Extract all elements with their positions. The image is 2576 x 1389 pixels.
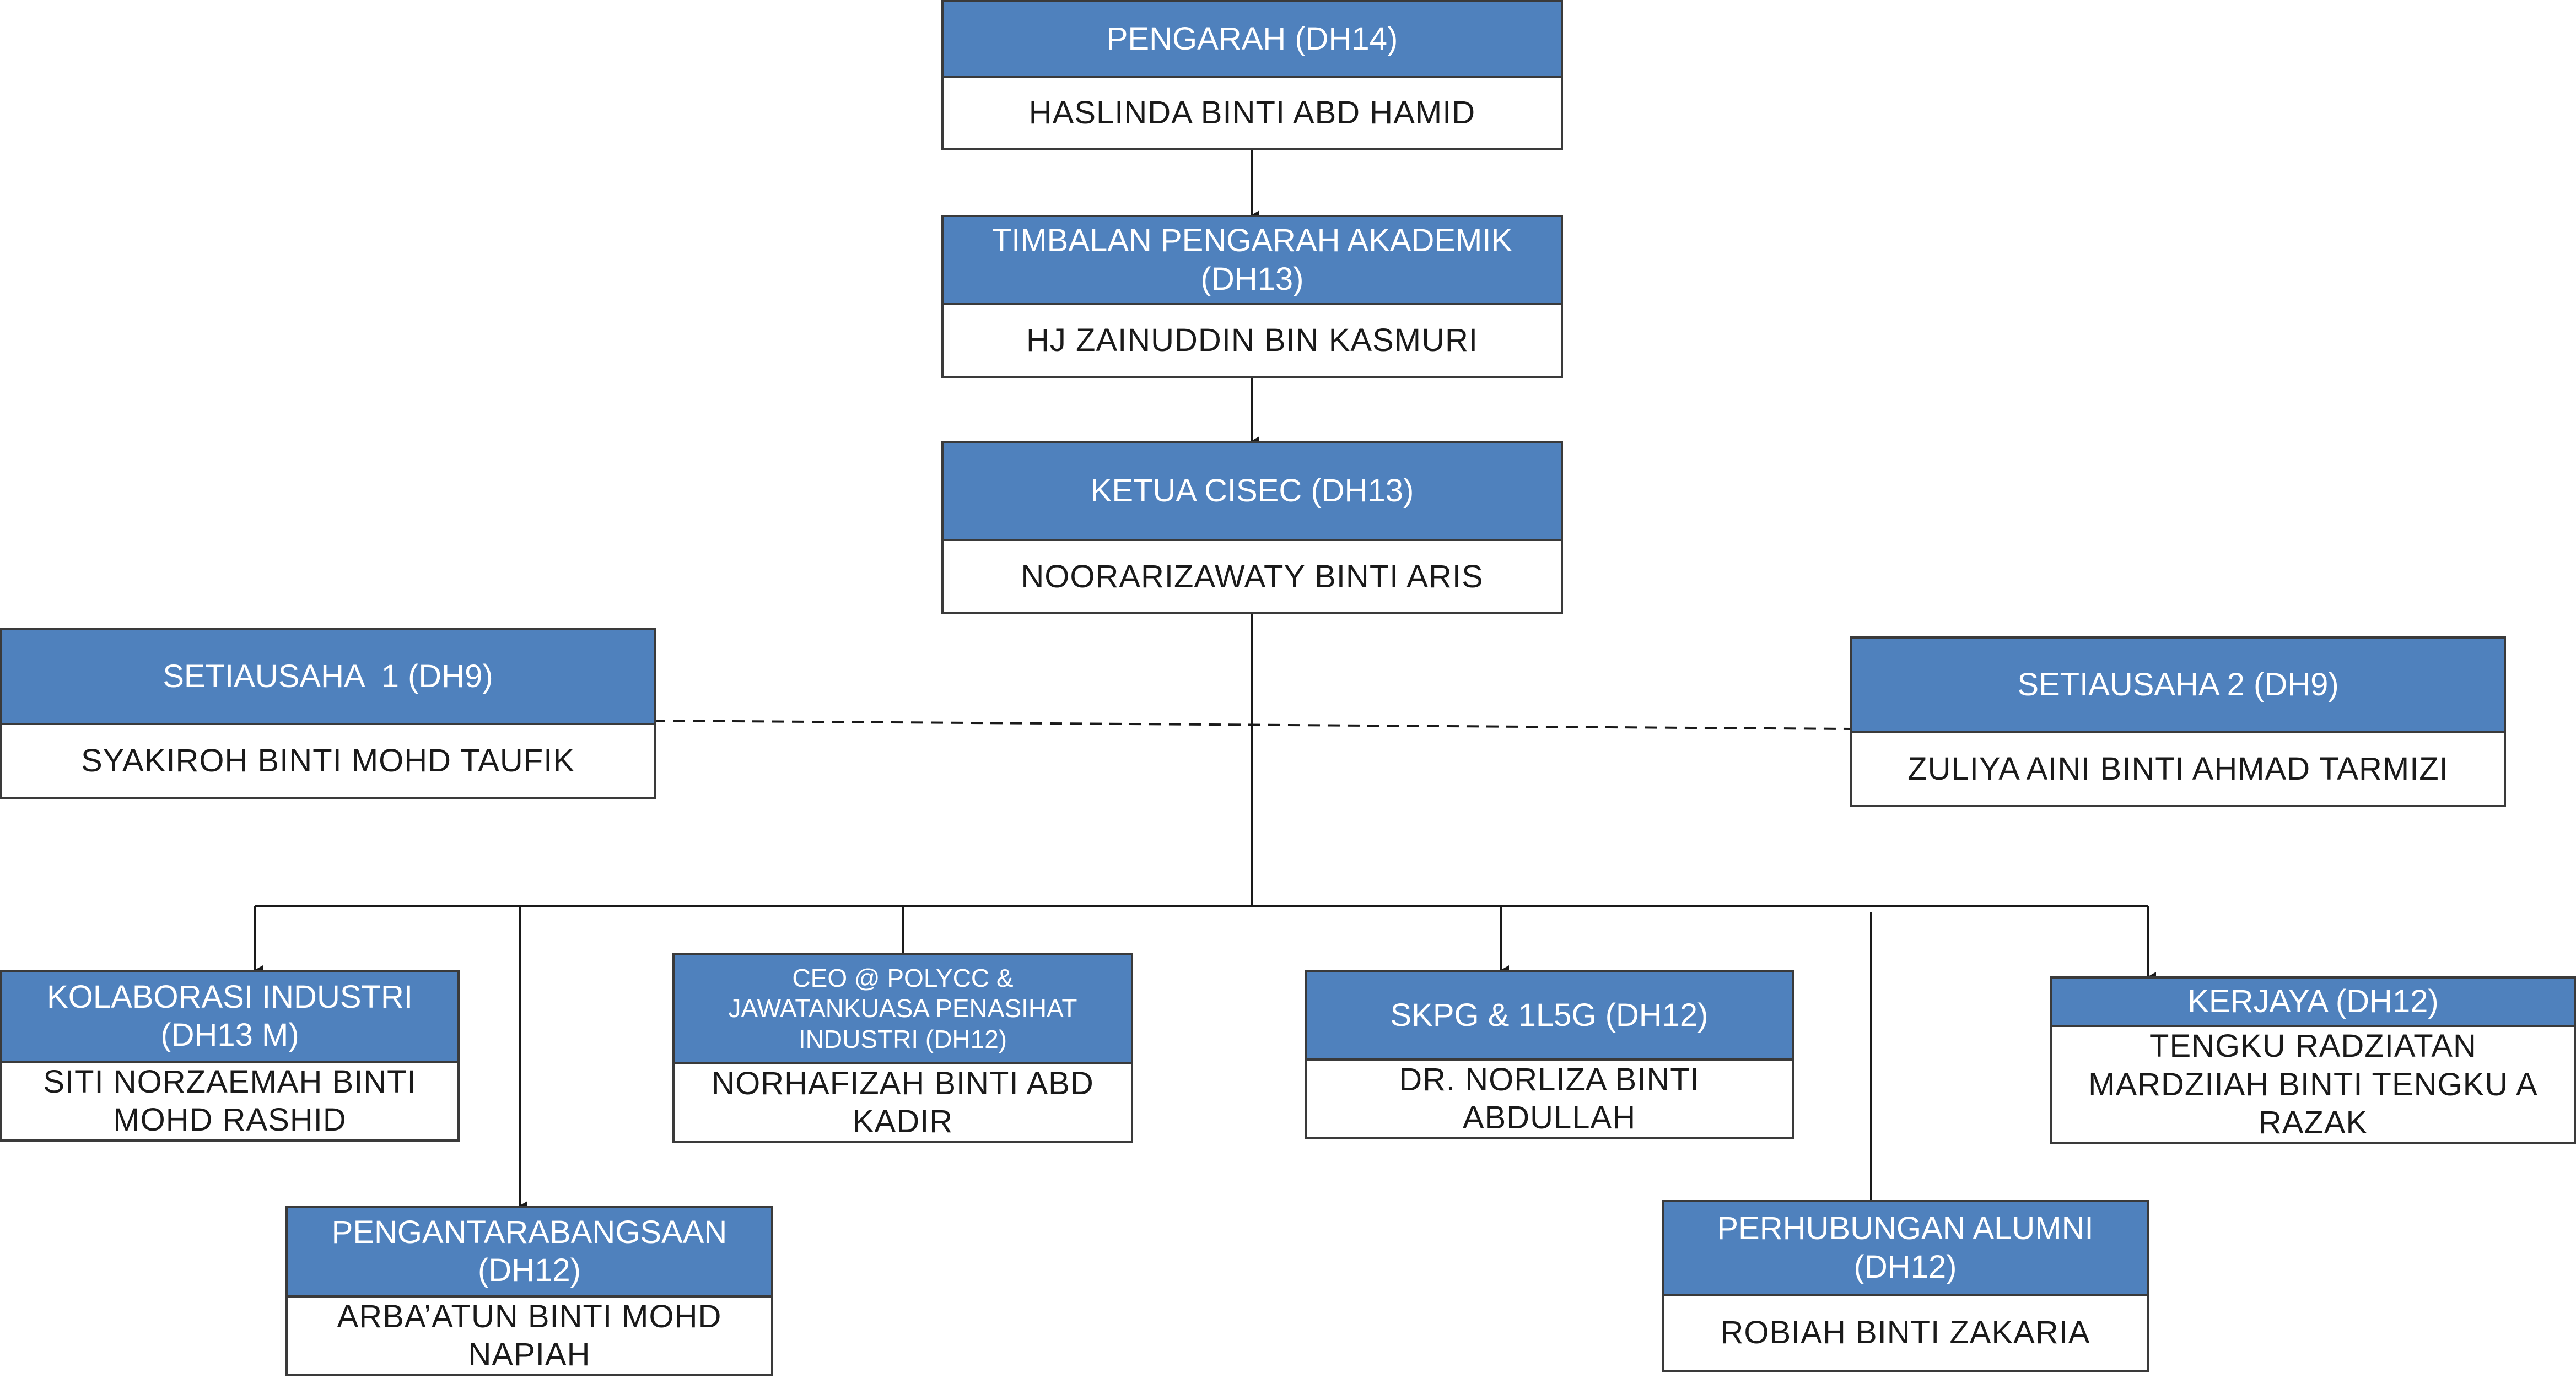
node-skpg-title: SKPG & 1L5G (DH12) — [1307, 972, 1792, 1061]
node-skpg-name: DR. NORLIZA BINTI ABDULLAH — [1399, 1061, 1700, 1136]
node-timbalan-name: HJ ZAINUDDIN BIN KASMURI — [1026, 322, 1478, 359]
node-ketua-name: NOORARIZAWATY BINTI ARIS — [1021, 558, 1484, 594]
node-skpg: SKPG & 1L5G (DH12) DR. NORLIZA BINTI ABD… — [1305, 970, 1794, 1139]
node-kerjaya-title: KERJAYA (DH12) — [2052, 979, 2574, 1028]
node-pengantarabangsaan-title: PENGANTARABANGSAAN (DH12) — [288, 1208, 771, 1298]
node-pengantarabangsaan: PENGANTARABANGSAAN (DH12) ARBA’ATUN BINT… — [285, 1206, 773, 1376]
node-pengarah: PENGARAH (DH14) HASLINDA BINTI ABD HAMID — [941, 0, 1563, 150]
node-ketua: KETUA CISEC (DH13) NOORARIZAWATY BINTI A… — [941, 441, 1563, 614]
node-kolaborasi-title: KOLABORASI INDUSTRI (DH13 M) — [2, 972, 457, 1063]
node-ketua-title: KETUA CISEC (DH13) — [944, 443, 1561, 541]
node-timbalan-title: TIMBALAN PENGARAH AKADEMIK (DH13) — [944, 217, 1561, 305]
node-setiausaha-1: SETIAUSAHA 1 (DH9) SYAKIROH BINTI MOHD T… — [0, 628, 656, 799]
node-timbalan: TIMBALAN PENGARAH AKADEMIK (DH13) HJ ZAI… — [941, 215, 1563, 378]
node-kerjaya: KERJAYA (DH12) TENGKU RADZIATAN MARDZIIA… — [2050, 976, 2576, 1144]
node-setiausaha-1-name: SYAKIROH BINTI MOHD TAUFIK — [80, 743, 575, 779]
node-setiausaha-2-name: ZULIYA AINI BINTI AHMAD TARMIZI — [1907, 751, 2449, 787]
node-setiausaha-1-title: SETIAUSAHA 1 (DH9) — [2, 630, 654, 725]
node-alumni-name: ROBIAH BINTI ZAKARIA — [1720, 1315, 2090, 1351]
node-setiausaha-2: SETIAUSAHA 2 (DH9) ZULIYA AINI BINTI AHM… — [1850, 636, 2506, 807]
node-alumni: PERHUBUNGAN ALUMNI (DH12) ROBIAH BINTI Z… — [1662, 1200, 2149, 1372]
node-alumni-title: PERHUBUNGAN ALUMNI (DH12) — [1664, 1202, 2147, 1296]
node-pengarah-name: HASLINDA BINTI ABD HAMID — [1028, 95, 1476, 131]
node-ceo-name: NORHAFIZAH BINTI ABD KADIR — [712, 1065, 1094, 1140]
node-setiausaha-2-title: SETIAUSAHA 2 (DH9) — [1852, 639, 2504, 733]
node-kerjaya-name: TENGKU RADZIATAN MARDZIIAH BINTI TENGKU … — [2088, 1028, 2538, 1141]
line-setiausaha-dashed — [653, 720, 1851, 730]
node-pengantarabangsaan-name: ARBA’ATUN BINTI MOHD NAPIAH — [337, 1298, 722, 1373]
node-kolaborasi-name: SITI NORZAEMAH BINTI MOHD RASHID — [43, 1063, 417, 1138]
node-kolaborasi: KOLABORASI INDUSTRI (DH13 M) SITI NORZAE… — [0, 970, 460, 1142]
node-ceo: CEO @ POLYCC & JAWATANKUASA PENASIHAT IN… — [672, 953, 1133, 1143]
node-ceo-title: CEO @ POLYCC & JAWATANKUASA PENASIHAT IN… — [675, 955, 1131, 1064]
node-pengarah-title: PENGARAH (DH14) — [944, 2, 1561, 78]
